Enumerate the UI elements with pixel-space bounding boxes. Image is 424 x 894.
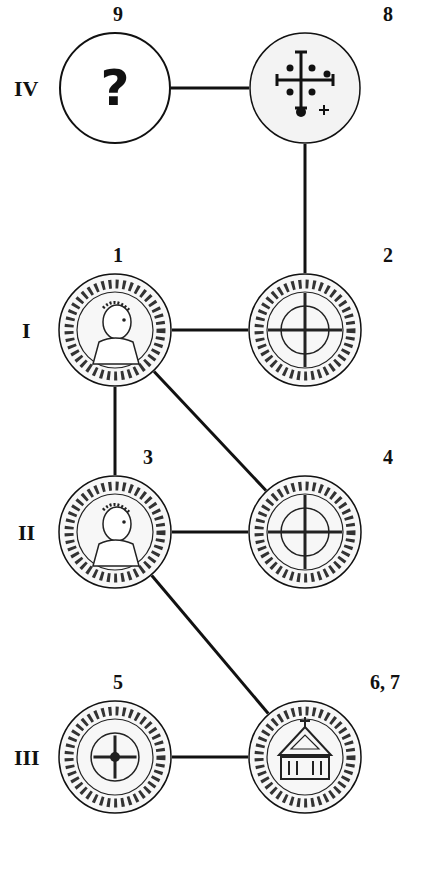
pellet <box>309 89 316 96</box>
coin-circle: 1 <box>58 273 172 387</box>
coin-number: 3 <box>140 446 156 468</box>
coin-illustration <box>248 475 362 589</box>
coin-circle: 5 <box>58 700 172 814</box>
helmet <box>103 504 129 512</box>
cross-arm <box>300 52 303 108</box>
coin-illustration <box>248 700 362 814</box>
coin-rim <box>249 274 361 386</box>
inscription-ring <box>69 486 161 578</box>
inner-rim <box>77 494 153 570</box>
cross-bar <box>332 74 335 86</box>
coin-number: 6, 7 <box>367 671 403 693</box>
cross-arm <box>304 293 307 367</box>
inner-rim <box>267 292 343 368</box>
small-cross <box>319 105 329 115</box>
cross-bar <box>276 74 279 86</box>
link-line <box>172 756 248 759</box>
coin-rim <box>249 701 361 813</box>
inner-rim <box>77 719 153 795</box>
coin-illustration <box>58 700 172 814</box>
coin-drawing <box>60 33 170 143</box>
coin-circle: 2 <box>248 273 362 387</box>
row-numeral: IV <box>14 77 38 101</box>
coin-circle: 6, 7 <box>248 700 362 814</box>
inscription-ring <box>259 284 351 376</box>
pellet <box>296 107 306 117</box>
temple-roof <box>279 727 331 755</box>
coin-illustration <box>248 273 362 387</box>
coin-number: 5 <box>110 671 126 693</box>
coin-circle: 4 <box>248 475 362 589</box>
link-line <box>154 372 266 491</box>
coin-number: 9 <box>110 3 126 25</box>
inscription-ring <box>69 284 161 376</box>
coin-illustration <box>249 32 361 144</box>
inner-rim <box>77 292 153 368</box>
coin-illustration <box>58 273 172 387</box>
link-line <box>114 387 117 475</box>
link-line <box>172 531 248 534</box>
bust <box>93 338 139 364</box>
temple-column <box>288 761 290 775</box>
cross-bar <box>295 51 307 54</box>
inscription-ring <box>259 711 351 803</box>
pellet <box>287 65 294 72</box>
bust <box>93 540 139 566</box>
temple-column <box>312 761 314 775</box>
inscription-ring <box>69 711 161 803</box>
pellet <box>309 65 316 72</box>
coin-illustration <box>58 475 172 589</box>
pellet <box>324 71 331 78</box>
temple-body <box>281 757 329 779</box>
temple-column <box>320 761 322 775</box>
coin-drawing <box>249 476 361 588</box>
helmet <box>103 302 129 310</box>
coin-drawing <box>249 274 361 386</box>
inner-rim <box>267 494 343 570</box>
inscription-ring <box>259 486 351 578</box>
link-line <box>172 329 248 332</box>
coin-number: 8 <box>380 3 396 25</box>
eye <box>122 520 126 524</box>
coin-drawing <box>59 274 171 386</box>
coin-circle: 9? <box>59 32 171 144</box>
inner-rim <box>267 719 343 795</box>
coin-rim <box>249 476 361 588</box>
cross-arm <box>304 495 307 569</box>
head-profile <box>103 305 131 339</box>
eye <box>122 318 126 322</box>
coin-drawing <box>59 476 171 588</box>
coin-number: 2 <box>380 244 396 266</box>
coin-rim <box>60 33 170 143</box>
coin-drawing <box>250 33 360 143</box>
inner-circle <box>91 733 139 781</box>
unknown-mark: ? <box>100 61 129 115</box>
row-numeral: II <box>18 521 35 545</box>
coin-rim <box>59 701 171 813</box>
temple-cross <box>300 720 310 722</box>
temple-column <box>296 761 298 775</box>
coin-rim <box>59 274 171 386</box>
temple-pediment <box>291 735 319 749</box>
coin-circle: 8 <box>249 32 361 144</box>
cross-centre <box>110 752 120 762</box>
link-line <box>171 87 249 90</box>
coin-drawing <box>249 701 361 813</box>
coin-number: 1 <box>110 244 126 266</box>
coin-rim <box>250 33 360 143</box>
coin-number: 4 <box>380 446 396 468</box>
coin-rim <box>59 476 171 588</box>
pellet <box>287 89 294 96</box>
coin-circle: 3 <box>58 475 172 589</box>
row-numeral: I <box>22 319 31 343</box>
link-line <box>152 576 268 714</box>
row-numeral: III <box>14 746 40 770</box>
link-line <box>304 144 307 273</box>
cross-arm <box>277 79 333 82</box>
coin-drawing <box>59 701 171 813</box>
head-profile <box>103 507 131 541</box>
